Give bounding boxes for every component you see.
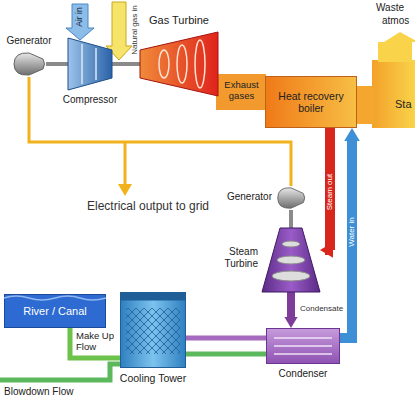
shape-part bbox=[5, 295, 106, 328]
compressor-symbol: Compressor bbox=[68, 38, 112, 90]
shape-part bbox=[266, 328, 340, 364]
river-box: River / Canal bbox=[4, 294, 106, 328]
steam-turbine-symbol: Steam Turbine bbox=[262, 228, 320, 292]
generator-symbol: Generator bbox=[12, 51, 46, 77]
shape-part bbox=[4, 296, 106, 300]
node-label: Gas Turbine bbox=[134, 14, 224, 27]
shape-part bbox=[121, 293, 186, 301]
shape-part bbox=[121, 293, 186, 368]
cooling-tower-symbol: Cooling Tower bbox=[120, 292, 186, 368]
waste-arrow bbox=[378, 32, 415, 62]
power-wire bbox=[29, 77, 291, 186]
shape-part bbox=[81, 44, 83, 84]
flow-label: Natural gas in bbox=[130, 5, 139, 54]
node-label: Compressor bbox=[50, 94, 130, 106]
blowdown-pipe bbox=[0, 364, 120, 380]
node-label: Condenser bbox=[253, 368, 353, 380]
shape-part bbox=[177, 45, 187, 83]
shape-part bbox=[195, 40, 205, 88]
steam-pipe bbox=[325, 128, 335, 250]
flow-label: Electrical output to grid bbox=[84, 200, 212, 214]
arrowhead bbox=[320, 242, 333, 258]
note-label: Sta bbox=[395, 98, 412, 111]
node-label: River / Canal bbox=[8, 305, 102, 318]
return-pipe bbox=[186, 336, 266, 341]
note-label: Waste bbox=[376, 2, 404, 14]
note-label: atmos bbox=[382, 15, 409, 27]
edge-label: Exhaust gases bbox=[218, 80, 265, 102]
shaft bbox=[112, 62, 140, 66]
shape-part bbox=[278, 188, 305, 208]
exhaust-pipe bbox=[216, 74, 266, 110]
shaft bbox=[46, 62, 68, 66]
shape-part bbox=[140, 32, 218, 96]
cooling-pipe bbox=[186, 352, 266, 357]
shape-part bbox=[267, 329, 340, 364]
grid-arrowhead bbox=[118, 184, 132, 196]
shape-part bbox=[14, 53, 45, 75]
shape-part bbox=[126, 308, 180, 354]
flow-label: Blowdown Flow bbox=[4, 386, 73, 398]
node-label: Generator bbox=[208, 191, 272, 203]
edge-label: Make Up Flow bbox=[76, 331, 118, 353]
generator-symbol: Generator bbox=[276, 186, 306, 210]
edge-label: Steam out bbox=[325, 172, 334, 212]
shape-part bbox=[262, 228, 320, 292]
makeup-pipe bbox=[70, 328, 120, 358]
arrowhead bbox=[344, 128, 360, 141]
shape-part bbox=[68, 38, 112, 90]
shape-part bbox=[277, 256, 305, 264]
air-inlet-arrow bbox=[66, 4, 94, 40]
condenser-box: Condenser bbox=[266, 328, 340, 364]
shape-part bbox=[68, 38, 112, 90]
shape-part bbox=[266, 77, 357, 128]
shape-part bbox=[140, 32, 218, 96]
edge-label: Water in bbox=[347, 215, 356, 249]
shape-part bbox=[276, 186, 306, 210]
boiler-box: Heat recovery boiler bbox=[265, 76, 357, 128]
stack bbox=[372, 60, 415, 128]
edge-label: Condensate bbox=[298, 304, 345, 313]
node-label: Steam Turbine bbox=[194, 246, 258, 269]
stack-duct bbox=[355, 86, 374, 124]
node-label: Generator bbox=[0, 35, 64, 47]
shape-part bbox=[159, 50, 169, 78]
shape-part bbox=[12, 51, 46, 77]
node-label: Heat recovery boiler bbox=[269, 90, 353, 114]
shape-part bbox=[272, 271, 310, 281]
shape-part bbox=[262, 228, 320, 292]
condensate-pipe bbox=[287, 292, 295, 319]
shape-part bbox=[120, 292, 186, 368]
shape-part bbox=[274, 338, 332, 354]
grid-wire bbox=[124, 142, 127, 186]
shape-part bbox=[282, 241, 300, 247]
node-label: Cooling Tower bbox=[103, 372, 203, 384]
arrowhead bbox=[284, 317, 297, 328]
shape-part bbox=[95, 48, 97, 80]
flow-label: Air in bbox=[75, 7, 85, 26]
shaft bbox=[289, 210, 293, 228]
gas-turbine-symbol: Gas Turbine bbox=[140, 32, 218, 96]
